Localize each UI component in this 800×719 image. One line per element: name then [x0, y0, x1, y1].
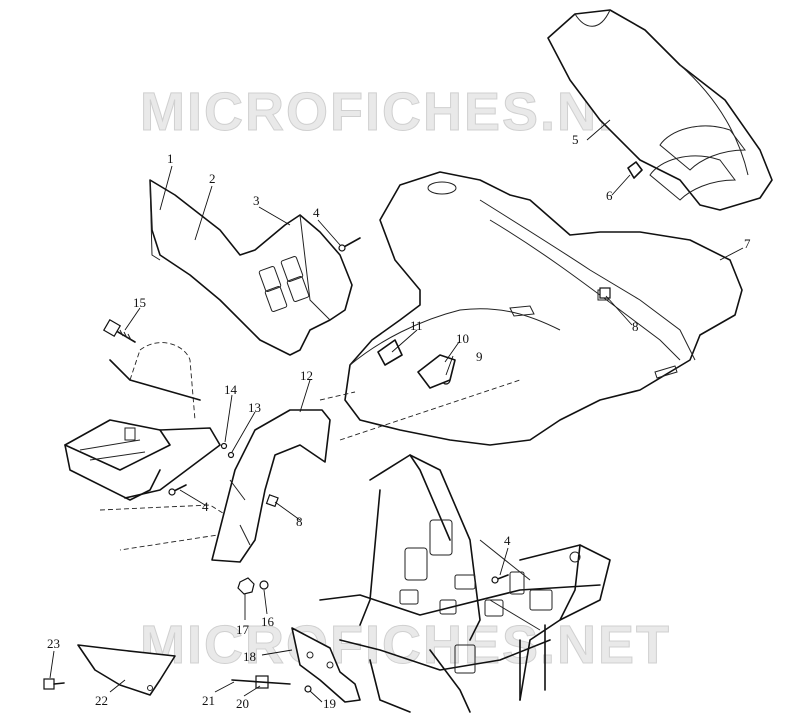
callout-labels: 1 2 3 4 5 6 7 8 9 10 11 12 13 14 15 4 8 …	[47, 132, 751, 711]
callout-13: 13	[248, 400, 261, 415]
footrest-assembly	[64, 342, 252, 551]
callout-3: 3	[253, 193, 260, 208]
callout-16: 16	[261, 614, 275, 629]
callout-8-upper: 8	[632, 319, 639, 334]
callout-7: 7	[744, 236, 751, 251]
callout-10: 10	[456, 331, 469, 346]
watermark-bottom: MICROFICHES.NET	[140, 615, 671, 675]
part-13-pin	[227, 451, 235, 459]
callout-18: 18	[243, 649, 256, 664]
part-12-fender-flare	[211, 379, 521, 563]
callout-8-lower: 8	[296, 514, 303, 529]
part-5-rear-cover	[547, 9, 773, 211]
callout-4-left: 4	[202, 499, 209, 514]
callout-6: 6	[606, 188, 613, 203]
part-18-mud-flap	[291, 627, 361, 703]
part-23-bolt	[43, 678, 65, 690]
callout-20: 20	[236, 696, 249, 711]
part-22-guard	[77, 644, 176, 696]
part-16-washer	[259, 580, 269, 590]
callout-22: 22	[95, 693, 108, 708]
callout-5: 5	[572, 132, 579, 147]
frame	[319, 454, 611, 713]
part-8-nut-lower	[265, 494, 279, 508]
callout-17: 17	[236, 622, 250, 637]
part-15-bolt	[102, 318, 136, 343]
part-11-clip	[377, 339, 403, 366]
part-17-nut	[237, 577, 255, 595]
part-10-bracket	[417, 354, 456, 389]
callout-21: 21	[202, 693, 215, 708]
callout-19: 19	[323, 696, 336, 711]
part-6-clip	[627, 161, 643, 179]
callout-15: 15	[133, 295, 146, 310]
part-4-screw-right	[491, 574, 509, 584]
callout-14: 14	[224, 382, 238, 397]
part-4-screw-top	[338, 237, 361, 252]
part-14-pin	[220, 442, 228, 450]
callout-12: 12	[300, 368, 313, 383]
part-2-side-panel	[149, 179, 353, 356]
part-21-pin	[231, 679, 291, 685]
callout-9: 9	[476, 349, 483, 364]
leader-lines	[49, 119, 744, 703]
part-19-screw	[304, 685, 312, 693]
callout-23: 23	[47, 636, 60, 651]
callout-11: 11	[410, 318, 423, 333]
part-8-nut-upper	[599, 287, 611, 299]
callout-2: 2	[209, 171, 216, 186]
part-7-main-body	[344, 171, 743, 446]
callout-1: 1	[167, 151, 174, 166]
callout-4-top: 4	[313, 205, 320, 220]
part-4-screw-left	[168, 484, 187, 496]
callout-4-right: 4	[504, 533, 511, 548]
